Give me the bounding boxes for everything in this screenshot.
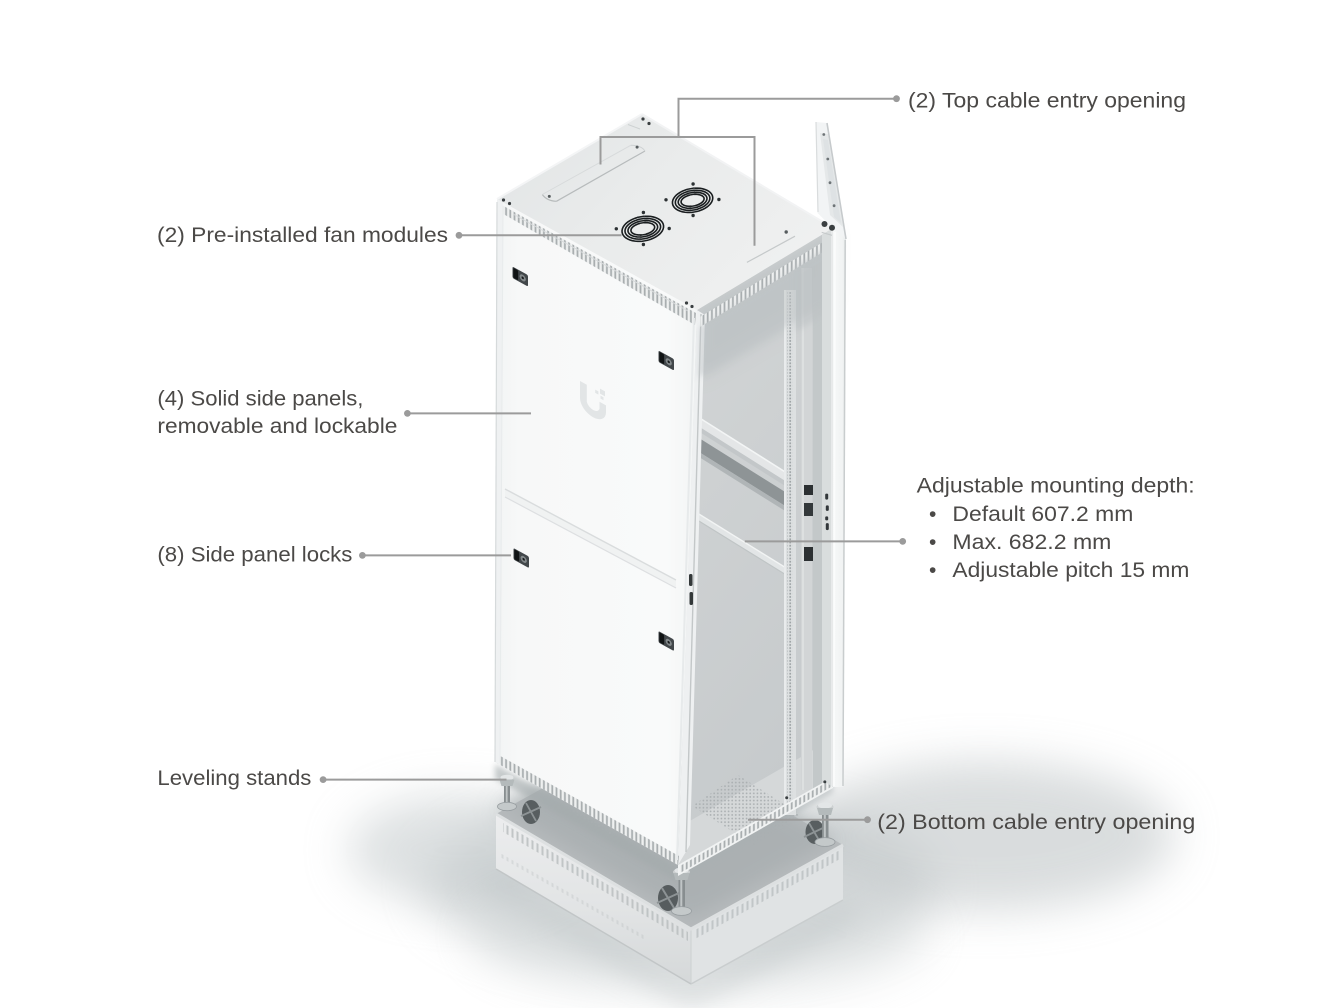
svg-text:(2) Pre-installed fan modules: (2) Pre-installed fan modules	[157, 224, 448, 247]
svg-text:Leveling stands: Leveling stands	[157, 767, 311, 790]
svg-text:•: •	[929, 559, 936, 582]
svg-text:Max. 682.2 mm: Max. 682.2 mm	[952, 531, 1111, 554]
svg-text:(2) Top cable entry opening: (2) Top cable entry opening	[908, 90, 1186, 113]
svg-text:•: •	[929, 531, 936, 554]
svg-text:Default 607.2 mm: Default 607.2 mm	[952, 503, 1133, 526]
svg-text:removable and lockable: removable and lockable	[157, 415, 397, 438]
svg-text:(4) Solid side panels,: (4) Solid side panels,	[157, 387, 363, 410]
svg-text:•: •	[929, 503, 936, 526]
svg-text:(2) Bottom cable entry opening: (2) Bottom cable entry opening	[877, 811, 1195, 834]
svg-text:(8) Side panel locks: (8) Side panel locks	[157, 544, 352, 567]
svg-text:Adjustable pitch 15 mm: Adjustable pitch 15 mm	[952, 559, 1189, 582]
svg-text:Adjustable mounting depth:: Adjustable mounting depth:	[917, 475, 1195, 498]
